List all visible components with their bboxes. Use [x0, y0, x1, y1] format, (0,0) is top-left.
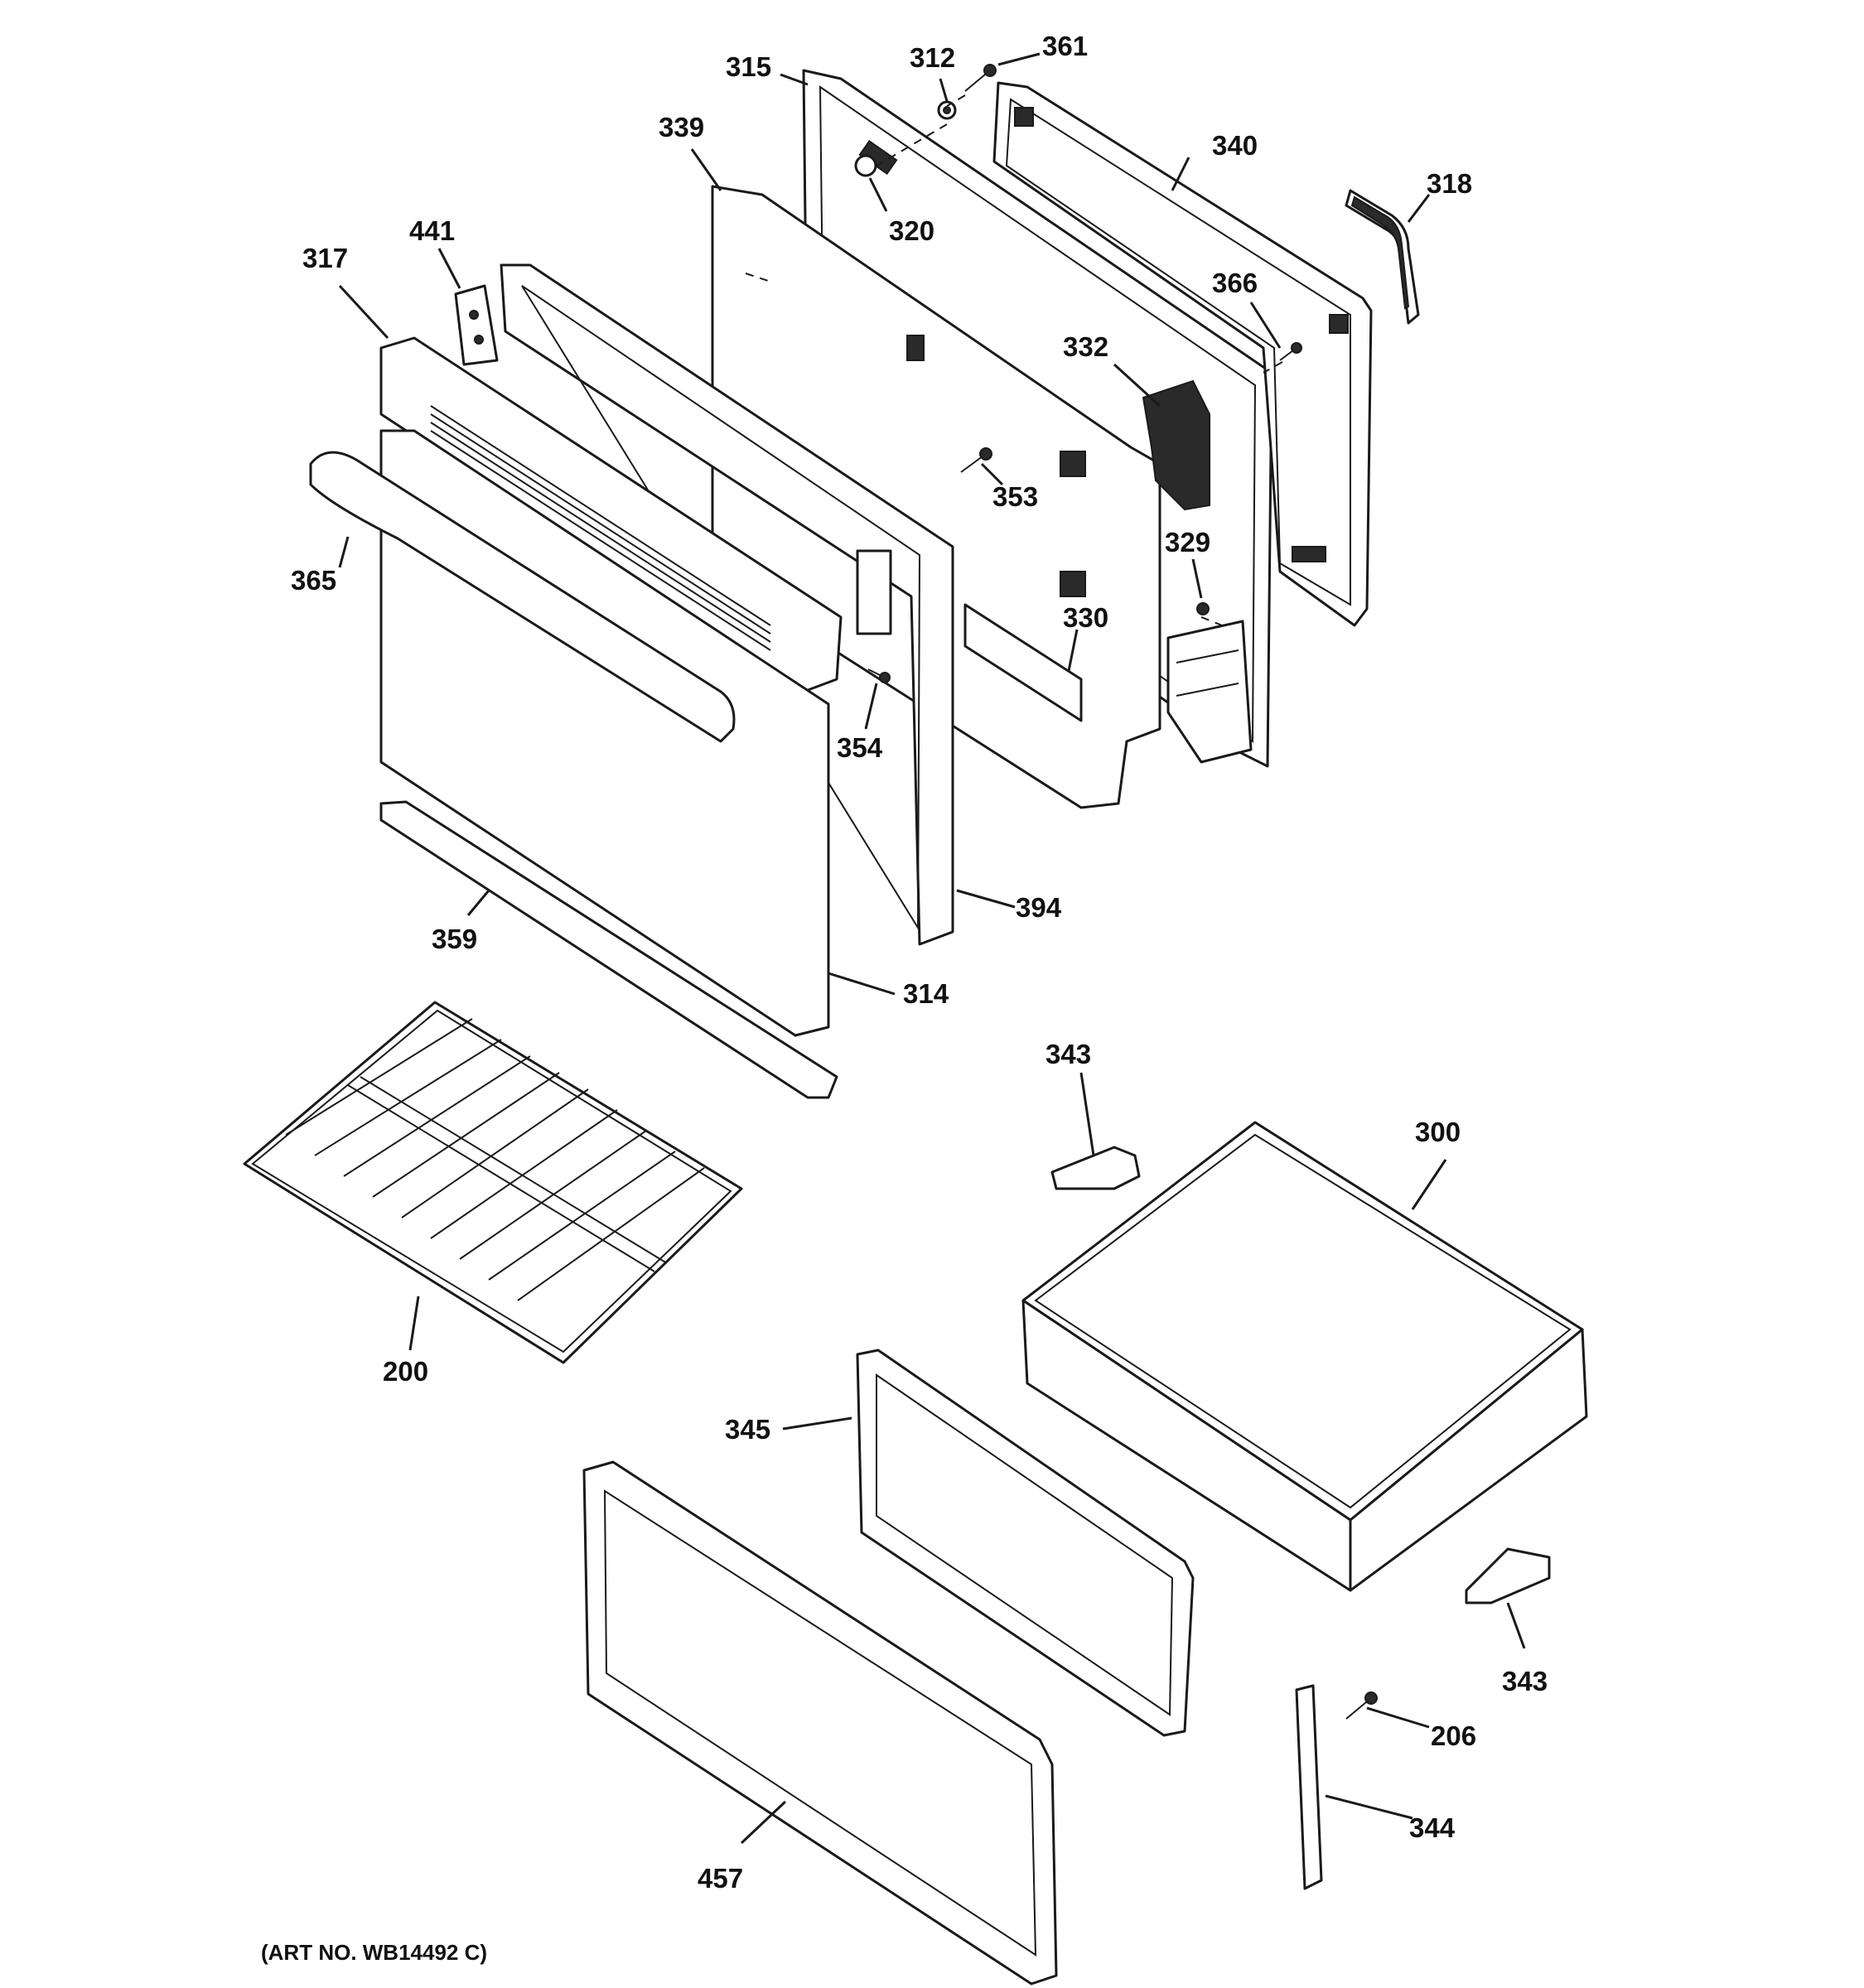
callout-315: 315: [726, 51, 771, 82]
hinge-bracket-441: [454, 284, 499, 366]
screw-361: [964, 64, 997, 92]
callout-359: 359: [432, 924, 477, 954]
drawer-rail-344: [1295, 1684, 1323, 1890]
callout-329: 329: [1165, 527, 1210, 557]
callout-318: 318: [1427, 168, 1472, 199]
callout-343-lower: 343: [1502, 1666, 1548, 1696]
drawer-body-300: [1021, 1121, 1588, 1592]
callout-200: 200: [383, 1356, 428, 1387]
callout-206: 206: [1431, 1720, 1476, 1751]
screw-206: [1345, 1691, 1378, 1720]
callout-312: 312: [910, 42, 955, 73]
hinge-bracket-lower: [1166, 620, 1253, 764]
screw-354: [867, 668, 891, 683]
door-liner-340: [992, 81, 1373, 627]
callout-353: 353: [992, 481, 1038, 512]
callout-441: 441: [409, 215, 455, 246]
callout-330: 330: [1063, 602, 1108, 633]
drawer-slide-343-lower: [1465, 1547, 1551, 1604]
callout-366: 366: [1212, 268, 1258, 298]
callout-320: 320: [889, 215, 934, 246]
heat-shield-330: [963, 603, 1083, 722]
screw-353: [960, 447, 992, 473]
callout-317: 317: [302, 243, 348, 273]
callout-344: 344: [1409, 1812, 1456, 1843]
callout-361: 361: [1042, 31, 1088, 61]
callout-354: 354: [837, 732, 883, 763]
nut-312: [937, 100, 957, 120]
drawer-front-457: [582, 1460, 1058, 1986]
callout-365: 365: [291, 565, 336, 596]
callout-340: 340: [1212, 130, 1258, 161]
oven-rack-200: [243, 1001, 743, 1364]
vent-trim-317: [379, 336, 843, 693]
alignment-lines: [745, 94, 1283, 626]
callout-339: 339: [659, 112, 704, 142]
screw-366: [1279, 342, 1302, 361]
drawer-slide-343-upper: [1050, 1146, 1141, 1190]
callout-332: 332: [1063, 331, 1108, 362]
callout-314: 314: [903, 978, 949, 1009]
screw-329: [1196, 602, 1210, 615]
door-handle-365: [309, 451, 736, 743]
door-frame-394: [500, 263, 954, 946]
callout-300: 300: [1415, 1117, 1461, 1147]
leader-lines: [338, 52, 1526, 1845]
pin-320: [854, 154, 877, 177]
art-number: (ART NO. WB14492 C): [261, 1940, 487, 1965]
drawer-liner-345: [856, 1349, 1195, 1737]
callout-394: 394: [1016, 892, 1062, 923]
callout-457: 457: [698, 1863, 743, 1894]
callout-345: 345: [725, 1414, 770, 1445]
door-gasket-318: [1345, 189, 1420, 325]
callout-343-upper: 343: [1045, 1039, 1091, 1069]
vent-slots: [430, 405, 771, 651]
callout-labels: 315 312 361 339 340 318 441 317 320 366 …: [291, 31, 1548, 1894]
door-bottom-trim-359: [379, 800, 838, 1099]
insulation-332: [1142, 379, 1210, 511]
